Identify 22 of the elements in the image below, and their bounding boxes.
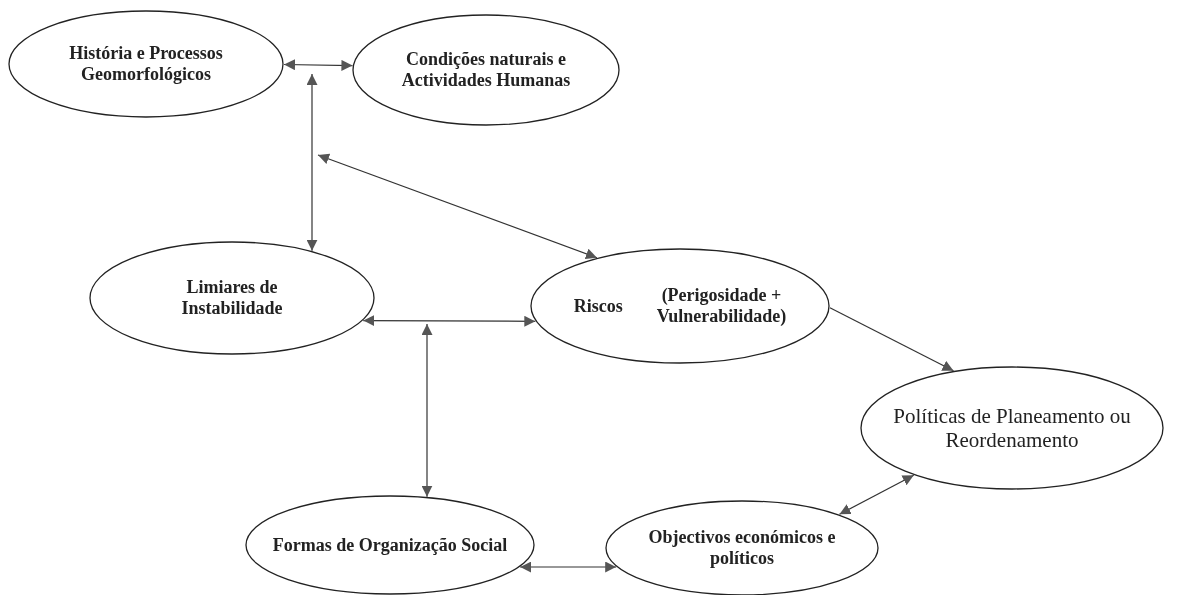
- node-text: Formas de Organização Social: [271, 534, 509, 556]
- ellipse-node: [860, 366, 1164, 490]
- arrow: [421, 323, 433, 498]
- node-text: Riscos: [573, 295, 623, 317]
- node-text: História e Processos Geomorfológicos: [68, 43, 224, 85]
- arrow: [838, 474, 915, 515]
- ellipse-node: [89, 241, 375, 355]
- arrow: [829, 307, 955, 372]
- node-text: Objectivos económicos e políticos: [647, 527, 837, 569]
- node-text: Limiares de Instabilidade: [180, 277, 284, 319]
- ellipse-node: [530, 248, 830, 364]
- node-text: Políticas de Planeamento ou Reordenamento: [892, 403, 1132, 453]
- arrow: [317, 153, 598, 260]
- ellipse-node: [245, 495, 535, 595]
- node-text: (Perigosidade + Vulnerabilidade): [656, 285, 787, 327]
- node-text: Condições naturais e Actividades Humanas: [400, 49, 572, 91]
- ellipse-node: [8, 10, 284, 118]
- arrow: [283, 59, 354, 71]
- arrow: [519, 561, 617, 573]
- arrow: [362, 315, 536, 327]
- ellipse-node: [352, 14, 620, 126]
- arrow: [306, 73, 318, 252]
